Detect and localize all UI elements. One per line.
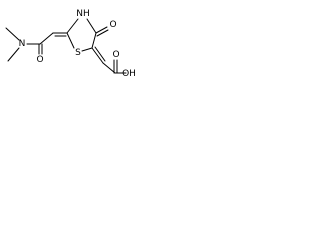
bond-exo-cc-right-2 — [94, 46, 106, 62]
atom-label-acid-o: O — [112, 50, 119, 60]
atom-label-amide-o: O — [36, 55, 43, 65]
atom-label-ring-o: O — [109, 20, 116, 30]
atom-label-n-dimethyl: N — [19, 39, 26, 49]
bonds — [5, 18, 127, 74]
bond-c5-s1 — [81, 47, 93, 52]
bond-c2-n3 — [66, 18, 79, 34]
bond-ring-co-1 — [95, 26, 108, 34]
bond-c4-c5 — [91, 32, 97, 49]
bond-methyl-upper — [5, 27, 20, 41]
atom-labels: N O NH S O O OH — [19, 9, 136, 79]
bond-ring-co-2 — [96, 29, 109, 37]
bond-s1-c2 — [66, 32, 75, 49]
atom-label-ring-nh: NH — [76, 9, 90, 19]
chemical-structure-diagram: N O NH S O O OH — [5, 9, 136, 79]
bond-n3-c4 — [86, 18, 97, 34]
bond-carbonyl-vinyl — [39, 32, 54, 45]
atom-label-acid-oh: OH — [122, 69, 136, 79]
bond-exo-cc-right-1 — [91, 47, 104, 64]
bond-vinyl-acid-c — [102, 62, 116, 74]
bond-methyl-lower — [7, 47, 20, 62]
atom-label-ring-s: S — [75, 48, 81, 58]
